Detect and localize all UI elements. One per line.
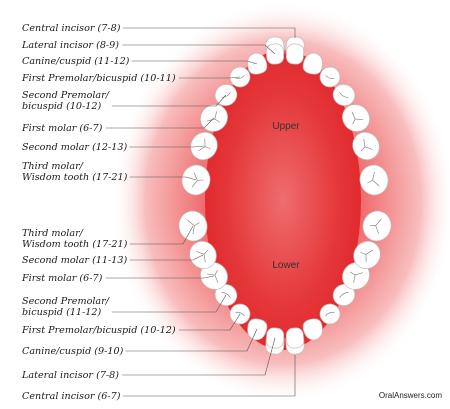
lower-label-central-incisor-line: Central incisor (6-7): [22, 391, 121, 402]
lower-leader-canine-cuspid: [125, 328, 258, 352]
lower-label-second-molar: Second molar (11-13): [22, 255, 127, 266]
lower-leader-second-premolar: [111, 294, 227, 313]
lower-label-third-molar: Third molar/Wisdom tooth (17-21): [22, 228, 128, 250]
upper-right-second-molar-tooth: [352, 131, 380, 161]
upper-label-second-premolar-line: bicuspid (10-12): [22, 101, 101, 112]
lower-label-canine-cuspid-line: Canine/cuspid (9-10): [22, 346, 124, 357]
upper-label-first-premolar-line: First Premolar/bicuspid (10-11): [21, 73, 176, 84]
lower-label-canine-cuspid: Canine/cuspid (9-10): [22, 346, 124, 357]
lower-label-first-molar-line: First molar (6-7): [21, 273, 103, 284]
lower-label-first-premolar-line: First Premolar/bicuspid (10-12): [21, 325, 176, 336]
upper-label-second-premolar: Second Premolar/bicuspid (10-12): [22, 90, 110, 112]
upper-right-second-premolar-tooth: [332, 84, 356, 106]
upper-label-lateral-incisor-line: Lateral incisor (8-9): [21, 40, 119, 51]
upper-leader-canine-cuspid: [131, 60, 258, 65]
upper-label-first-molar: First molar (6-7): [21, 123, 103, 134]
upper-label-first-premolar: First Premolar/bicuspid (10-11): [21, 73, 176, 84]
upper-label-central-incisor-line: Central incisor (7-8): [22, 23, 121, 34]
upper-leader-lateral-incisor: [122, 44, 276, 55]
upper-label-canine-cuspid: Canine/cuspid (11-12): [22, 56, 130, 67]
upper-label-first-molar-line: First molar (6-7): [21, 123, 103, 134]
upper-label-third-molar: Third molar/Wisdom tooth (17-21): [22, 161, 128, 183]
upper-label-lateral-incisor: Lateral incisor (8-9): [21, 40, 119, 51]
tooth-labels: Central incisor (7-8) Lateral incisor (8-…: [21, 23, 176, 402]
lower-teeth: [178, 210, 392, 355]
lower-right-first-premolar-tooth: [319, 303, 341, 325]
lower-leader-central-incisor: [122, 355, 296, 397]
upper-label-second-molar-line: Second molar (12-13): [22, 142, 127, 153]
lower-leader-first-premolar: [178, 313, 241, 331]
lower-right-lateral-incisor-tooth: [285, 327, 305, 349]
lower-label-second-premolar-line: Second Premolar/: [22, 296, 110, 307]
lower-label-second-premolar: Second Premolar/bicuspid (11-12): [22, 296, 110, 318]
lower-right-third-molar-tooth: [362, 210, 392, 242]
credit-text: OralAnswers.com: [379, 391, 442, 400]
upper-label-third-molar-line: Third molar/: [22, 161, 84, 172]
upper-right-lateral-incisor-tooth: [285, 43, 305, 65]
lower-right-second-premolar-tooth: [332, 284, 356, 306]
lower-label-second-molar-line: Second molar (11-13): [22, 255, 127, 266]
upper-leader-first-premolar: [178, 76, 241, 79]
upper-right-third-molar-tooth: [359, 164, 389, 196]
upper-label-second-molar: Second molar (12-13): [22, 142, 127, 153]
upper-leader-second-premolar: [111, 94, 227, 107]
lower-label-lateral-incisor-line: Lateral incisor (7-8): [21, 370, 119, 381]
leader-lines: [105, 27, 296, 397]
lower-leader-lateral-incisor: [122, 337, 276, 376]
lower-right-canine-cuspid-tooth: [302, 318, 323, 341]
upper-label-second-premolar-line: Second Premolar/: [22, 90, 110, 101]
upper-right-first-molar-tooth: [342, 104, 370, 132]
lower-right-second-molar-tooth: [353, 240, 381, 270]
upper-leader-third-molar: [129, 176, 197, 181]
lower-label-third-molar-line: Third molar/: [22, 228, 84, 239]
upper-right-first-premolar-tooth: [319, 66, 341, 88]
upper-label-central-incisor: Central incisor (7-8): [22, 23, 121, 34]
lower-label-lateral-incisor: Lateral incisor (7-8): [21, 370, 119, 381]
lower-leader-first-molar: [105, 275, 215, 279]
upper-label-third-molar-line: Wisdom tooth (17-21): [22, 172, 128, 183]
lower-left-canine-cuspid-tooth: [247, 318, 268, 341]
lower-label-second-premolar-line: bicuspid (11-12): [22, 307, 101, 318]
lower-label-central-incisor: Central incisor (6-7): [22, 391, 121, 402]
lower-leader-second-molar: [129, 254, 204, 261]
upper-leader-central-incisor: [122, 27, 296, 38]
lower-leader-third-molar: [129, 225, 194, 245]
upper-label-canine-cuspid-line: Canine/cuspid (11-12): [22, 56, 130, 67]
lower-jaw-label: Lower: [272, 260, 300, 271]
upper-leader-second-molar: [129, 145, 205, 148]
lower-label-first-premolar: First Premolar/bicuspid (10-12): [21, 325, 176, 336]
upper-right-canine-cuspid-tooth: [302, 52, 323, 75]
upper-leader-first-molar: [105, 117, 215, 129]
lower-right-first-molar-tooth: [342, 262, 370, 290]
upper-left-canine-cuspid-tooth: [247, 52, 268, 75]
lower-label-first-molar: First molar (6-7): [21, 273, 103, 284]
palate-area: [205, 50, 361, 350]
lower-label-third-molar-line: Wisdom tooth (17-21): [22, 239, 128, 250]
upper-jaw-label: Upper: [272, 121, 300, 132]
